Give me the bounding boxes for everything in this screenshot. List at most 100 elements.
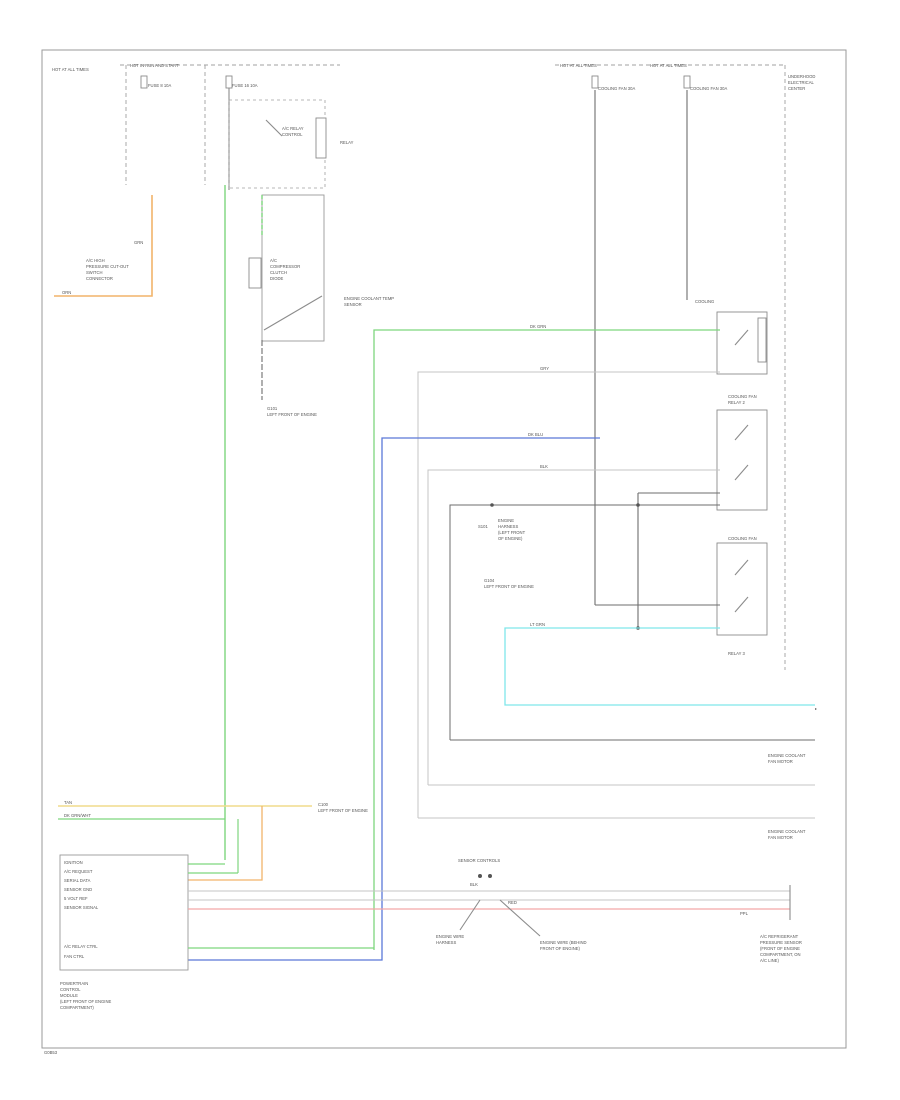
- motor-1-terminal: ▸: [815, 706, 817, 711]
- label-left-connector-5: CONNECTOR: [86, 276, 113, 281]
- wire-green-fan-relay-1: [373, 329, 720, 950]
- label-right-pink: PPL: [740, 911, 749, 916]
- splice-s101: [490, 503, 494, 507]
- label-pcm-5: COMPARTMENT): [60, 1005, 94, 1010]
- label-g104-note: LEFT FRONT OF ENGINE: [484, 584, 534, 589]
- pcm-pin-ac-request: A/C REQUEST: [64, 869, 93, 874]
- label-fan-relay-3-a: COOLING FAN: [728, 536, 757, 541]
- label-engine-cool-note-2: SENSOR: [344, 302, 362, 307]
- pcm-pin-ignition: IGNITION: [64, 860, 83, 865]
- label-left-connector-1: GRN: [134, 240, 143, 245]
- label-top-right-hot1: HOT AT ALL TIMES: [560, 63, 597, 68]
- pcm-pin-5v-ref: 5 VOLT REF: [64, 896, 88, 901]
- label-left-connector-4: SWITCH: [86, 270, 103, 275]
- fan-relay-2-box: [716, 409, 768, 511]
- label-fan-relay-2-b: RELAY 2: [728, 400, 746, 405]
- compressor-diode: [248, 257, 262, 289]
- diagram-frame: [41, 49, 847, 1049]
- figure-label: G0B53: [44, 1050, 58, 1055]
- label-c100: C100: [318, 802, 329, 807]
- label-underhood-3: CENTER: [788, 86, 805, 91]
- label-sensor-ground-b-1: ENGINE WIRE (BEHIND: [540, 940, 587, 945]
- fuse-right2-symbol: [683, 75, 691, 89]
- label-left-yellow-2: DK GRN/WHT: [64, 813, 91, 818]
- label-left-connector-2: A/C HIGH: [86, 258, 105, 263]
- compressor-diagonal: [263, 295, 323, 331]
- wire-gray-relay-2b: [449, 504, 720, 740]
- label-wire-dkblu: DK BLU: [528, 432, 543, 437]
- wire-gray-relay-2a: [427, 469, 720, 785]
- label-ground-g101: G101: [267, 406, 278, 411]
- label-ac-refrig-5: A/C LINE): [760, 958, 779, 963]
- label-wire-ltgrn: LT GRN: [530, 622, 545, 627]
- label-fuse-right1: COOLING FAN 30A: [598, 86, 635, 91]
- fan-relay-3-switch-a: [734, 559, 749, 576]
- label-top-left-hot: HOT AT ALL TIMES: [52, 67, 89, 72]
- label-motor-1: ENGINE COOLANT: [768, 753, 806, 758]
- label-relay-ac-2: CONTROL: [282, 132, 303, 137]
- pcm-pin-serial: SERIAL DATA: [64, 878, 91, 883]
- label-ground-desc: LEFT FRONT OF ENGINE: [267, 412, 317, 417]
- label-fan-relay-2-a: COOLING FAN: [728, 394, 757, 399]
- label-compressor-4: DIODE: [270, 276, 283, 281]
- ac-relay-switch: [265, 119, 283, 137]
- pcm-pin-sensor-gnd: SENSOR GND: [64, 887, 92, 892]
- label-c100-note: LEFT FRONT OF ENGINE: [318, 808, 368, 813]
- label-top-right-hot2: HOT AT ALL TIMES: [650, 63, 687, 68]
- label-splice-note-2: HARNESS: [498, 524, 518, 529]
- label-relay-ac-3: RELAY: [340, 140, 354, 145]
- label-ac-refrig-4: COMPARTMENT, ON: [760, 952, 801, 957]
- fuse-left-symbol: [140, 75, 148, 89]
- sensor-lead-a: [459, 899, 481, 931]
- label-compressor-2: COMPRESSOR: [270, 264, 300, 269]
- label-pcm-1: POWERTRAIN: [60, 981, 88, 986]
- fan-relay-3-switch-b: [734, 596, 749, 613]
- wire-yellow-drop: [188, 806, 263, 881]
- wire-gray-fan-relay-1b: [417, 371, 720, 818]
- label-wire-blk: BLK: [540, 464, 548, 469]
- splice-dot-1: [636, 503, 640, 507]
- label-left-yellow-1: TAN: [64, 800, 72, 805]
- compressor-clutch-box: [261, 194, 325, 342]
- label-compressor-3: CLUTCH: [270, 270, 287, 275]
- label-ac-refrig-1: A/C REFRIGERANT: [760, 934, 799, 939]
- label-engine-cool-note-1: ENGINE COOLANT TEMP: [344, 296, 394, 301]
- pcm-pin-fan-ctrl: FAN CTRL: [64, 954, 85, 959]
- label-relay-ac: A/C RELAY: [282, 126, 304, 131]
- label-sensor-group: SENSOR CONTROLS: [458, 858, 500, 863]
- label-splice-note-3: (LEFT FRONT: [498, 530, 526, 535]
- label-compressor-1: A/C: [270, 258, 277, 263]
- label-sensor-ground-a-2: HARNESS: [436, 940, 456, 945]
- fuse-right1-symbol: [591, 75, 599, 89]
- label-pcm-3: MODULE: [60, 993, 78, 998]
- fan-relay-2-switch-b: [734, 464, 749, 481]
- fan-relay-1-switch: [734, 329, 749, 346]
- label-sensor-sub-2: RED: [508, 900, 517, 905]
- label-motor-1b: FAN MOTOR: [768, 759, 793, 764]
- sensor-lead-b: [499, 899, 541, 937]
- label-top-hot-run: HOT IN RUN AND START: [130, 63, 179, 68]
- label-wire-dkgrn: DK GRN: [530, 324, 546, 329]
- ac-relay-coil: [315, 117, 327, 159]
- label-splice-note-4: OF ENGINE): [498, 536, 523, 541]
- label-splice-note-1: ENGINE: [498, 518, 514, 523]
- label-splice-1: S101: [478, 524, 488, 529]
- sensor-dot-a: [478, 874, 482, 878]
- label-fan-relay-3-b: RELAY 3: [728, 651, 746, 656]
- label-underhood-2: ELECTRICAL: [788, 80, 815, 85]
- pcm-pin-ac-relay-ctrl: A/C RELAY CTRL: [64, 944, 98, 949]
- label-fan-relay-1-a: COOLING: [695, 299, 714, 304]
- fan-relay-3-box: [716, 542, 768, 636]
- wire-orange-left: [54, 195, 153, 297]
- label-motor-2: ENGINE COOLANT: [768, 829, 806, 834]
- label-g104: G104: [484, 578, 495, 583]
- pcm-box: [59, 854, 189, 971]
- label-sensor-sub-1: BLK: [470, 882, 478, 887]
- label-underhood-1: UNDERHOOD: [788, 74, 815, 79]
- label-fuse-left: FUSE 8 10A: [148, 83, 171, 88]
- sensor-dot-b: [488, 874, 492, 878]
- fan-relay-2-switch-a: [734, 424, 749, 441]
- fan-relay-1-coil: [757, 317, 767, 363]
- label-sensor-ground-a-1: ENGINE WIRE: [436, 934, 464, 939]
